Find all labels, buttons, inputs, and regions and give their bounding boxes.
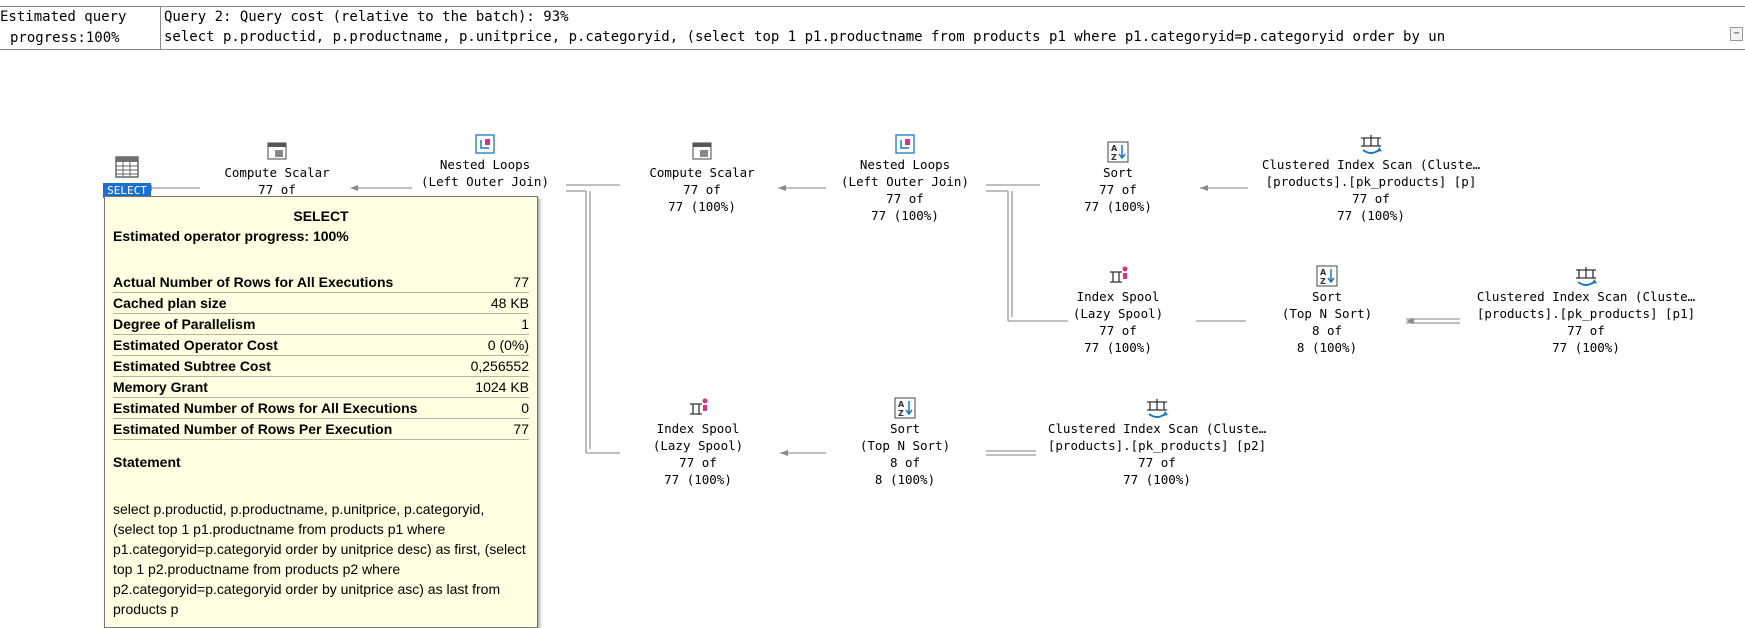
select-label: SELECT — [103, 183, 151, 198]
table-icon — [115, 156, 139, 178]
node-subtype: (Top N Sort) — [859, 438, 951, 453]
index-spool-icon — [690, 398, 708, 415]
node-rows: 77 of — [1099, 323, 1137, 338]
svg-text:A: A — [1111, 144, 1118, 153]
plan-node-select[interactable]: SELECT — [82, 155, 172, 198]
sort-icon: AZ — [1316, 265, 1338, 287]
query-text[interactable]: select p.productid, p.productname, p.uni… — [164, 29, 1446, 45]
plan-node-index-spool-2[interactable]: Index Spool (Lazy Spool) 77 of 77 (100%) — [638, 396, 758, 488]
node-subtype: (Lazy Spool) — [652, 438, 744, 453]
node-label: Clustered Index Scan (Cluste… — [1476, 289, 1696, 304]
node-percent: 77 (100%) — [1337, 208, 1405, 223]
node-rows: 77 of — [679, 455, 717, 470]
node-label: Sort — [1311, 289, 1343, 304]
node-label: Nested Loops — [859, 157, 951, 172]
tooltip-row: Estimated Number of Rows for All Executi… — [113, 398, 529, 419]
clustered-index-scan-icon — [1147, 399, 1168, 418]
nested-loops-icon — [895, 134, 915, 154]
node-label: Compute Scalar — [224, 165, 330, 180]
progress-line-1: Estimated query — [0, 9, 127, 25]
node-percent: 77 (100%) — [1552, 340, 1620, 355]
tooltip-row: Actual Number of Rows for All Executions… — [113, 272, 529, 293]
select-tooltip: SELECT Estimated operator progress: 100%… — [104, 196, 538, 628]
query-cost-title: Query 2: Query cost (relative to the bat… — [164, 9, 569, 25]
node-percent: 77 (100%) — [664, 472, 732, 487]
node-label: Sort — [889, 421, 921, 436]
plan-node-compute-scalar-1[interactable]: Compute Scalar 77 of — [212, 140, 342, 198]
node-label: Sort — [1102, 165, 1134, 180]
estimated-progress-panel: Estimated query progress:100% — [0, 7, 161, 49]
node-rows: 8 of — [889, 455, 921, 470]
node-rows: 77 of — [886, 191, 924, 206]
sort-icon: AZ — [1107, 141, 1129, 163]
nested-loops-icon — [475, 134, 495, 154]
node-percent: 77 (100%) — [871, 208, 939, 223]
node-subtype: (Left Outer Join) — [421, 174, 549, 189]
tooltip-properties: Actual Number of Rows for All Executions… — [113, 272, 529, 440]
svg-text:Z: Z — [1111, 153, 1117, 162]
query-header-bar: Estimated query progress:100% Query 2: Q… — [0, 6, 1745, 50]
tooltip-title: SELECT — [293, 208, 349, 224]
clustered-index-scan-icon — [1576, 267, 1597, 286]
tooltip-statement-header: Statement — [113, 454, 181, 470]
plan-node-clustered-index-scan-p2[interactable]: Clustered Index Scan (Cluste… [products]… — [1032, 396, 1282, 488]
node-object: [products].[pk_products] [p] — [1265, 174, 1477, 189]
plan-node-clustered-index-scan-p1[interactable]: Clustered Index Scan (Cluste… [products]… — [1456, 264, 1716, 356]
node-rows: 8 of — [1311, 323, 1343, 338]
node-label: Clustered Index Scan (Cluste… — [1261, 157, 1481, 172]
plan-node-nested-loops-2[interactable]: Nested Loops (Left Outer Join) 77 of 77 … — [830, 132, 980, 224]
tooltip-statement: select p.productid, p.productname, p.uni… — [113, 501, 526, 617]
plan-node-nested-loops-1[interactable]: Nested Loops (Left Outer Join) — [410, 132, 560, 190]
clustered-index-scan-icon — [1361, 135, 1382, 154]
node-rows: 77 of — [258, 182, 296, 197]
svg-text:Z: Z — [1320, 277, 1326, 286]
node-label: Compute Scalar — [649, 165, 755, 180]
plan-node-clustered-index-scan-p[interactable]: Clustered Index Scan (Cluste… [products]… — [1246, 132, 1496, 224]
node-label: Clustered Index Scan (Cluste… — [1047, 421, 1267, 436]
progress-line-2: progress:100% — [10, 30, 120, 46]
node-label: Index Spool — [1076, 289, 1160, 304]
plan-connectors — [144, 184, 1460, 456]
node-rows: 77 of — [1567, 323, 1605, 338]
node-object: [products].[pk_products] [p2] — [1047, 438, 1267, 453]
node-subtype: (Lazy Spool) — [1072, 306, 1164, 321]
node-subtype: (Left Outer Join) — [841, 174, 969, 189]
node-percent: 8 (100%) — [1296, 340, 1358, 355]
node-percent: 77 (100%) — [1123, 472, 1191, 487]
tooltip-progress: Estimated operator progress: 100% — [113, 228, 349, 244]
compute-scalar-icon — [267, 142, 287, 160]
svg-text:Z: Z — [898, 409, 904, 418]
node-percent: 77 (100%) — [1084, 199, 1152, 214]
node-label: Nested Loops — [439, 157, 531, 172]
plan-node-compute-scalar-2[interactable]: Compute Scalar 77 of 77 (100%) — [632, 140, 772, 215]
plan-node-index-spool-1[interactable]: Index Spool (Lazy Spool) 77 of 77 (100%) — [1058, 264, 1178, 356]
node-label: Index Spool — [656, 421, 740, 436]
node-rows: 77 of — [683, 182, 721, 197]
node-object: [products].[pk_products] [p1] — [1476, 306, 1696, 321]
node-percent: 77 (100%) — [1084, 340, 1152, 355]
sort-icon: AZ — [894, 397, 916, 419]
node-rows: 77 of — [1352, 191, 1390, 206]
compute-scalar-icon — [692, 142, 712, 160]
svg-text:A: A — [898, 400, 905, 409]
node-rows: 77 of — [1138, 455, 1176, 470]
node-percent: 8 (100%) — [874, 472, 936, 487]
node-subtype: (Top N Sort) — [1281, 306, 1373, 321]
collapse-icon[interactable]: − — [1730, 27, 1743, 41]
svg-text:A: A — [1320, 268, 1327, 277]
node-percent: 77 (100%) — [668, 199, 736, 214]
index-spool-icon — [1110, 266, 1128, 283]
node-rows: 77 of — [1099, 182, 1137, 197]
